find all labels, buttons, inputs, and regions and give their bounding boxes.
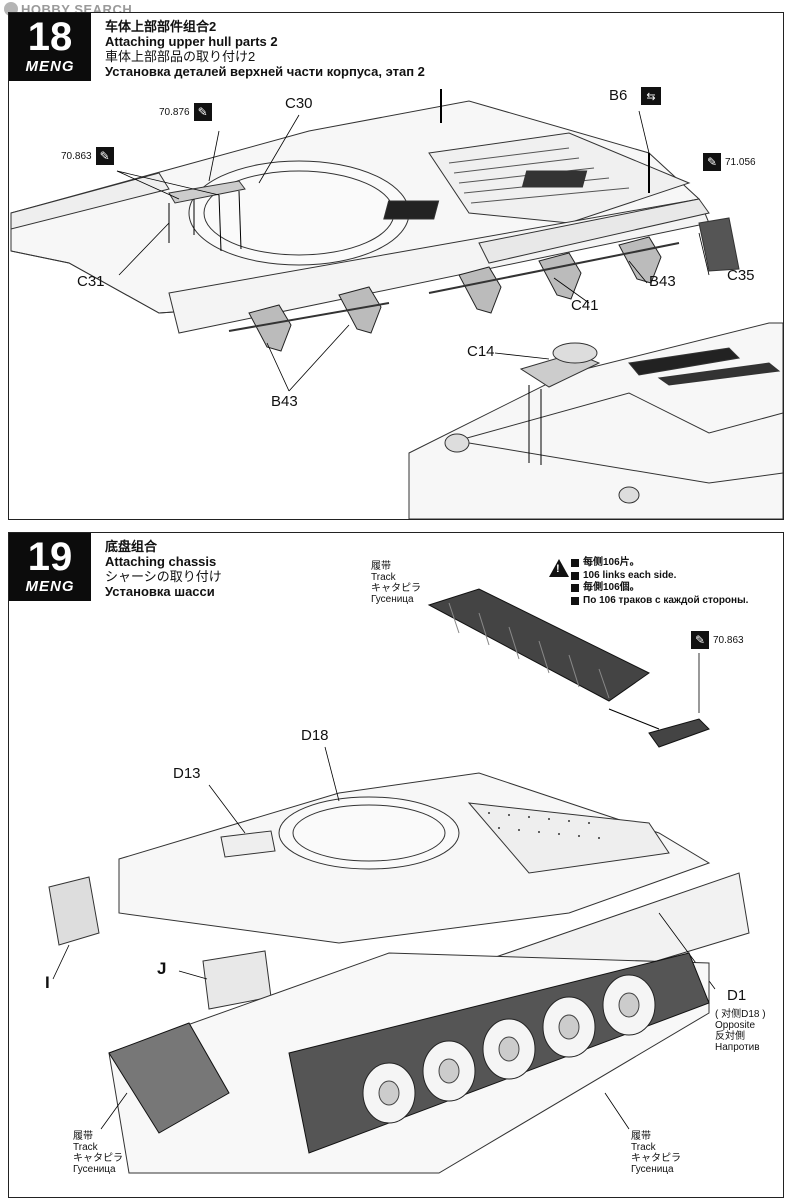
title-en: Attaching upper hull parts 2 bbox=[105, 34, 278, 49]
part-label-i: I bbox=[45, 973, 50, 992]
part-label-c14: C14 bbox=[467, 343, 495, 360]
step-18-panel: 18 MENG 车体上部部件组合2 Attaching upper hull p… bbox=[8, 12, 784, 520]
title-ja: 車体上部部品の取り付け2 bbox=[105, 49, 256, 64]
opposite-en: Opposite bbox=[715, 1020, 756, 1031]
part-label-j: J bbox=[157, 959, 167, 978]
part-label-c35: C35 bbox=[727, 267, 755, 284]
brand-logo: MENG bbox=[25, 578, 75, 595]
glue-brush-icon: ✎ bbox=[691, 631, 709, 649]
track-ru: Гусеница bbox=[73, 1164, 116, 1175]
step-number: 18 bbox=[27, 15, 73, 59]
track-links-note: 每侧106片。 106 links each side. 毎側106個。 По … bbox=[571, 557, 748, 607]
track-en: Track bbox=[371, 572, 396, 583]
step-19-badge: 19 MENG bbox=[9, 533, 91, 601]
part-label-b6: B6 bbox=[609, 87, 628, 104]
track-ja: キャタピラ bbox=[371, 583, 421, 594]
brand-logo: MENG bbox=[25, 58, 75, 75]
title-zh: 底盘组合 bbox=[105, 539, 158, 554]
note-bullet-icon bbox=[571, 596, 579, 605]
step-19-panel: 19 MENG 底盘组合 Attaching chassis シャーシの取り付け… bbox=[8, 532, 784, 1198]
note-bullet-icon bbox=[571, 559, 579, 568]
step-19-drawing bbox=[48, 588, 750, 1174]
track-label-left: 履带 Track キャタピラ Гусеница bbox=[73, 1131, 123, 1175]
opposite-label: ( 对侧D18 ) Opposite 反対側 Напротив bbox=[715, 1009, 766, 1053]
track-ja: キャタピラ bbox=[73, 1153, 123, 1164]
part-label-d13: D13 bbox=[173, 765, 201, 782]
title-en: Attaching chassis bbox=[105, 554, 217, 569]
track-ja: キャタピラ bbox=[631, 1153, 681, 1164]
title-zh: 车体上部部件组合2 bbox=[105, 19, 217, 34]
note-en: 106 links each side. bbox=[583, 569, 677, 581]
note-ru: По 106 траков с каждой стороны. bbox=[583, 594, 749, 606]
track-label-right: 履带 Track キャタピラ Гусеница bbox=[631, 1131, 681, 1175]
option-swap-icon: ⇆ bbox=[641, 87, 661, 105]
part-label-c30: C30 bbox=[285, 95, 313, 112]
track-ru: Гусеница bbox=[631, 1164, 674, 1175]
note-bullet-icon bbox=[571, 571, 579, 580]
note-zh: 每侧106片。 bbox=[583, 557, 640, 568]
track-label-top: 履带 Track キャタピラ Гусеница bbox=[371, 561, 421, 605]
glue-callout-1: 70.876 ✎ bbox=[159, 103, 212, 121]
step-19-titles: 底盘组合 Attaching chassis シャーシの取り付け Установ… bbox=[105, 539, 222, 599]
glue-callout-2: 70.863 ✎ bbox=[61, 147, 114, 165]
glue-brush-icon: ✎ bbox=[193, 103, 212, 121]
glue-code: 70.863 bbox=[713, 634, 744, 646]
opposite-ru: Напротив bbox=[715, 1042, 760, 1053]
title-ru: Установка деталей верхней части корпуса,… bbox=[105, 64, 425, 79]
note-ja: 毎側106個。 bbox=[583, 582, 640, 593]
title-ja: シャーシの取り付け bbox=[105, 569, 222, 584]
glue-code: 70.863 bbox=[61, 150, 92, 162]
part-label-c31: C31 bbox=[77, 273, 105, 290]
step-18-badge: 18 MENG bbox=[9, 13, 91, 81]
track-zh: 履带 bbox=[371, 561, 391, 572]
part-label-d18: D18 bbox=[301, 727, 329, 744]
glue-brush-icon: ✎ bbox=[703, 153, 721, 171]
part-label-b43-bottom: B43 bbox=[271, 393, 298, 410]
track-en: Track bbox=[631, 1142, 656, 1153]
glue-callout-3: ✎ 71.056 bbox=[703, 153, 756, 171]
opposite-zh: ( 对侧D18 ) bbox=[715, 1009, 766, 1020]
track-zh: 履带 bbox=[73, 1131, 93, 1142]
part-label-b43-right: B43 bbox=[649, 273, 676, 290]
track-en: Track bbox=[73, 1142, 98, 1153]
track-ru: Гусеница bbox=[371, 594, 414, 605]
glue-callout: ✎ 70.863 bbox=[691, 631, 744, 649]
glue-code: 70.876 bbox=[159, 106, 190, 118]
glue-brush-icon: ✎ bbox=[95, 147, 114, 165]
title-ru: Установка шасси bbox=[105, 584, 215, 599]
step-18-titles: 车体上部部件组合2 Attaching upper hull parts 2 車… bbox=[105, 19, 425, 79]
opposite-ja: 反対側 bbox=[715, 1031, 745, 1042]
note-bullet-icon bbox=[571, 584, 579, 593]
rivet-pattern bbox=[488, 812, 600, 839]
warning-icon bbox=[549, 559, 569, 577]
step-number: 19 bbox=[27, 535, 73, 579]
part-label-c41: C41 bbox=[571, 297, 599, 314]
part-label-d1: D1 bbox=[727, 987, 747, 1004]
step-18-drawing bbox=[10, 89, 783, 519]
glue-code: 71.056 bbox=[725, 156, 756, 168]
track-zh: 履带 bbox=[631, 1131, 651, 1142]
